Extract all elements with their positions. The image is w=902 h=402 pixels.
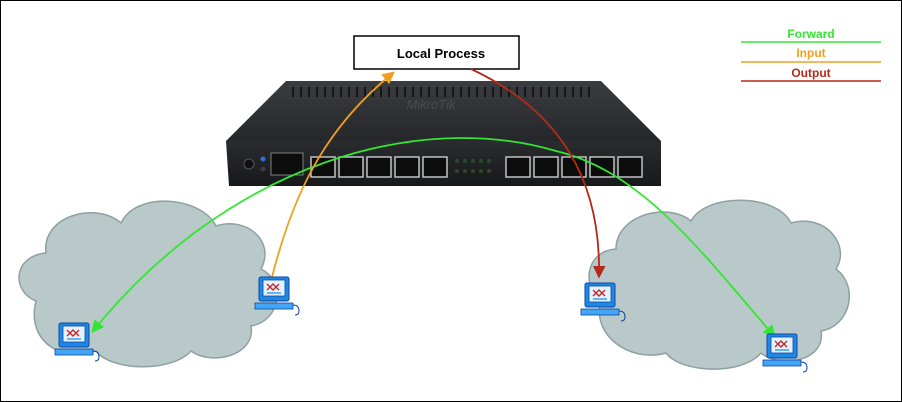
computer-icon-center-left (254, 276, 300, 316)
input-path (270, 71, 395, 282)
legend: Forward Input Output (741, 27, 881, 82)
legend-label-output: Output (791, 66, 830, 80)
cloud-left (18, 200, 278, 368)
ethernet-ports-group-1 (310, 156, 448, 178)
status-led (260, 156, 266, 162)
reset-button (243, 158, 255, 170)
legend-label-forward: Forward (787, 27, 834, 41)
legend-label-input: Input (796, 46, 825, 60)
router: MikroTik (226, 81, 661, 186)
forward-path (91, 137, 776, 338)
status-led (260, 166, 266, 172)
router-brand-logo: MikroTik (407, 97, 457, 112)
port-leds (455, 159, 491, 173)
local-process-box: Local Process (353, 35, 520, 70)
cloud-right (588, 199, 851, 370)
output-path (470, 68, 606, 279)
router-vents (292, 87, 590, 97)
sfp-port (270, 152, 304, 176)
local-process-label: Local Process (397, 46, 485, 61)
